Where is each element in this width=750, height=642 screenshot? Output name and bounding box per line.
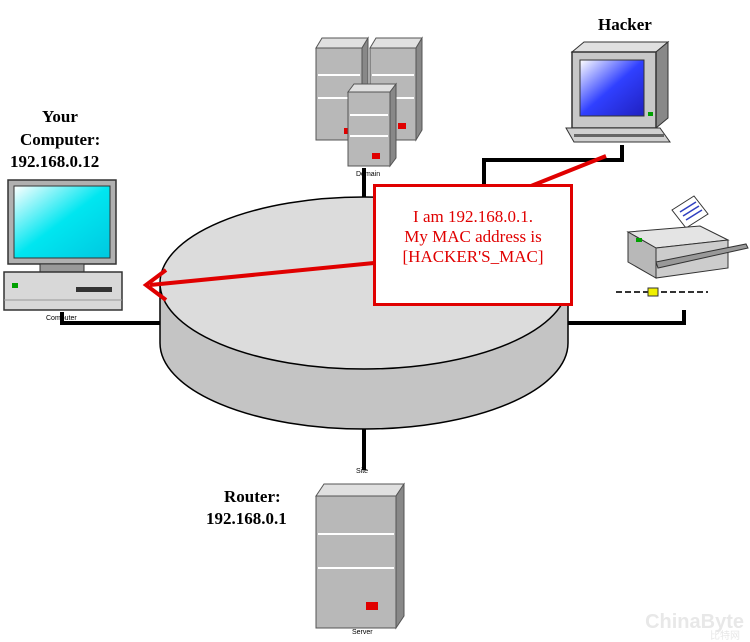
message-line-1: I am 192.168.0.1. — [413, 207, 533, 226]
router-ip: 192.168.0.1 — [206, 509, 287, 528]
domain-server-icon — [315, 36, 423, 168]
switch-caption: Site — [356, 468, 369, 475]
printer-icon — [616, 195, 749, 297]
hacker-computer-icon — [565, 40, 671, 143]
your-computer-label-line1: Your — [42, 107, 78, 126]
spoof-arrow — [142, 154, 607, 302]
your-computer-icon — [3, 179, 123, 311]
your-computer-ip: 192.168.0.12 — [10, 152, 100, 171]
your-computer-label-line2: Computer: — [20, 130, 101, 149]
cable-computer — [60, 312, 160, 325]
domain-caption: Domain — [356, 171, 381, 178]
router-server-icon — [315, 482, 405, 630]
cable-printer — [568, 310, 686, 325]
hacker-label: Hacker — [598, 15, 652, 34]
chinabyte-watermark: ChinaByte — [645, 611, 744, 633]
message-line-3: [HACKER'S_MAC] — [402, 247, 544, 266]
message-line-2: My MAC address is — [404, 227, 542, 246]
chinabyte-watermark-cn: 比特网 — [710, 631, 740, 642]
computer-caption: Computer — [46, 315, 77, 322]
cable-hacker — [482, 145, 624, 188]
spoofed-arp-message-box: I am 192.168.0.1. My MAC address is [HAC… — [373, 184, 573, 306]
server-caption: Server — [352, 629, 373, 636]
router-label: Router: — [224, 487, 281, 506]
